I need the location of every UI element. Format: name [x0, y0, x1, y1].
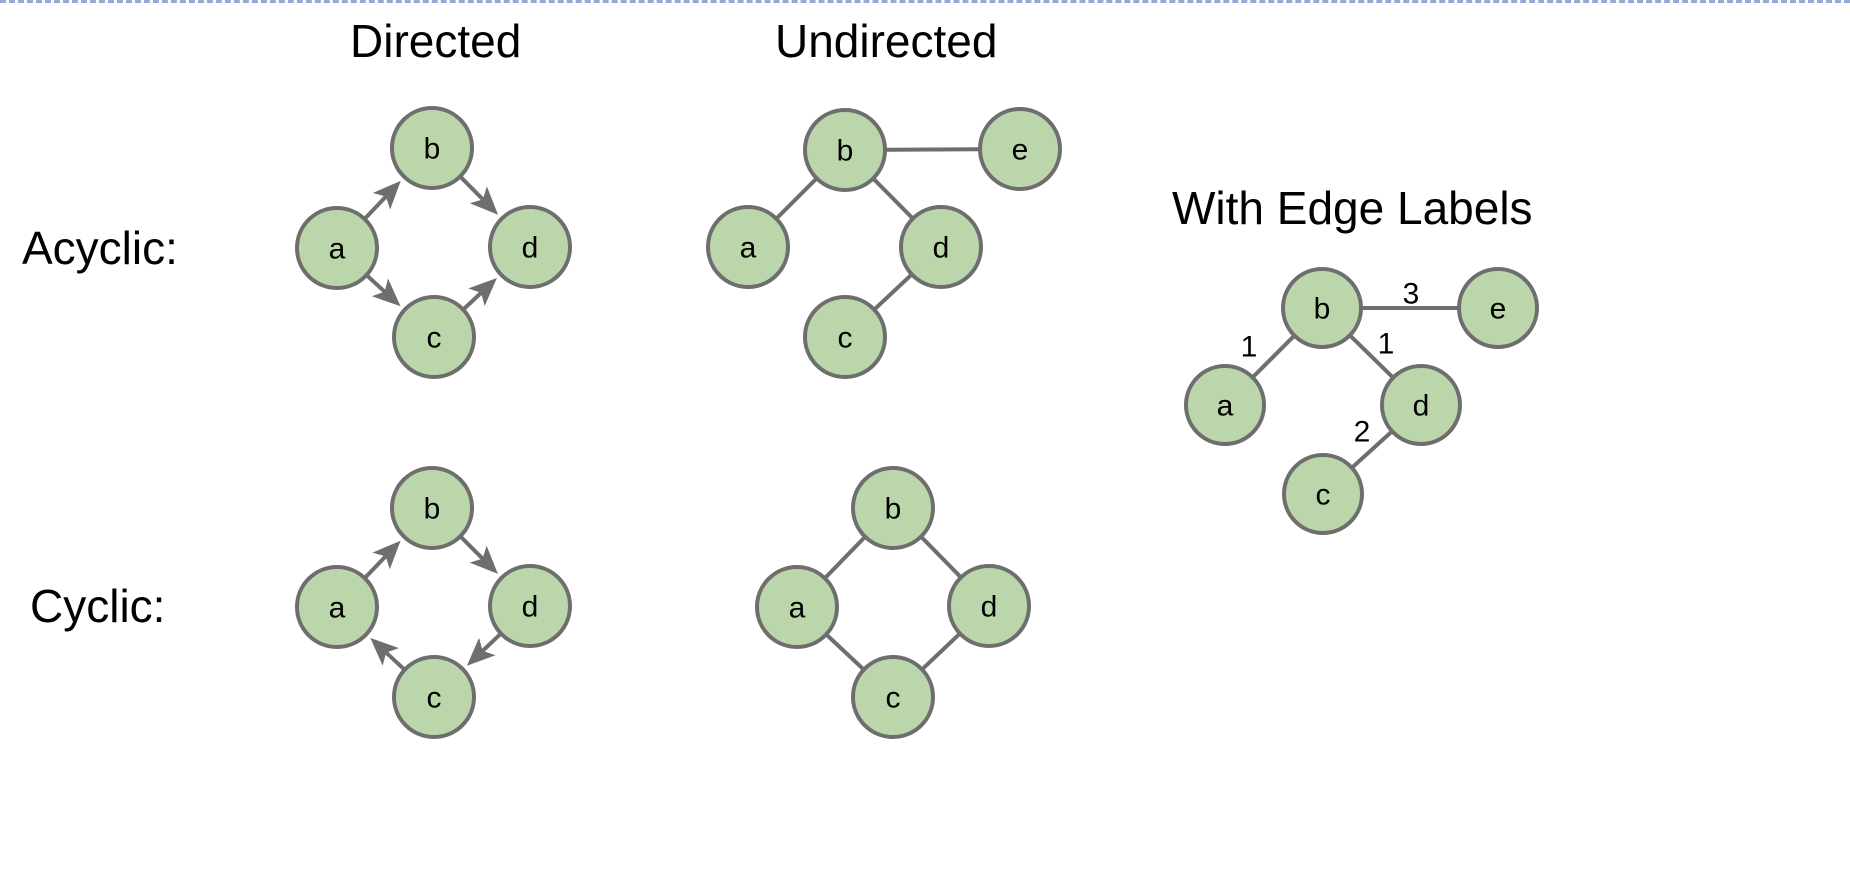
- node-label-d: d: [522, 591, 539, 624]
- node-label-c: c: [1316, 479, 1331, 512]
- graph-node-directed-cyclic-b[interactable]: b: [390, 466, 474, 550]
- panel-header-with-edge-labels: With Edge Labels: [1172, 182, 1533, 234]
- node-circle-c: [851, 655, 935, 739]
- node-label-c: c: [427, 322, 442, 355]
- node-label-a: a: [329, 233, 346, 266]
- edge-weight-undirected-weighted-a-b: 1: [1241, 331, 1258, 364]
- graph-node-undirected-acyclic-e[interactable]: e: [978, 107, 1062, 191]
- node-circle-a: [295, 206, 379, 290]
- graph-node-directed-acyclic-b[interactable]: b: [390, 106, 474, 190]
- graph-node-undirected-weighted-d[interactable]: d: [1380, 364, 1462, 446]
- graph-node-undirected-acyclic-a[interactable]: a: [706, 205, 790, 289]
- node-circle-c: [1282, 453, 1364, 535]
- graph-edge-undirected-acyclic-b-e: [884, 147, 981, 152]
- node-label-a: a: [1217, 390, 1234, 423]
- graph-node-directed-cyclic-c[interactable]: c: [392, 655, 476, 739]
- node-circle-d: [488, 205, 572, 289]
- top-dashed-rule: [0, 0, 1850, 3]
- graph-node-directed-acyclic-d[interactable]: d: [488, 205, 572, 289]
- graph-node-undirected-acyclic-d[interactable]: d: [899, 205, 983, 289]
- node-label-c: c: [838, 322, 853, 355]
- graph-edge-undirected-cyclic-b-d: [919, 535, 963, 579]
- node-circle-b: [851, 466, 935, 550]
- graph-node-directed-acyclic-c[interactable]: c: [392, 295, 476, 379]
- graph-node-directed-acyclic-a[interactable]: a: [295, 206, 379, 290]
- node-label-b: b: [885, 493, 902, 526]
- node-label-a: a: [329, 592, 346, 625]
- node-label-b: b: [424, 133, 441, 166]
- graph-node-undirected-cyclic-c[interactable]: c: [851, 655, 935, 739]
- edge-weight-undirected-weighted-d-c: 2: [1354, 416, 1371, 449]
- node-circle-c: [392, 295, 476, 379]
- graph-edge-undirected-cyclic-c-d: [920, 632, 962, 671]
- node-label-d: d: [981, 591, 998, 624]
- node-circle-b: [803, 108, 887, 192]
- graph-node-undirected-cyclic-b[interactable]: b: [851, 466, 935, 550]
- row-header-cyclic: Cyclic:: [30, 580, 166, 632]
- node-circle-d: [488, 564, 572, 648]
- graph-node-undirected-acyclic-b[interactable]: b: [803, 108, 887, 192]
- node-circle-b: [390, 466, 474, 550]
- graph-node-undirected-weighted-a[interactable]: a: [1184, 364, 1266, 446]
- node-label-d: d: [933, 232, 950, 265]
- graph-node-directed-cyclic-a[interactable]: a: [295, 565, 379, 649]
- graph-edge-directed-acyclic-a-c: [365, 273, 401, 307]
- graph-edge-directed-acyclic-a-b: [363, 180, 401, 221]
- node-label-a: a: [740, 232, 757, 265]
- node-label-d: d: [1413, 390, 1430, 423]
- edge-weight-undirected-weighted-b-e: 3: [1403, 278, 1420, 311]
- node-circle-c: [803, 295, 887, 379]
- nodes-group: a b c d b e a d c a b c d a b c d b e a d c: [295, 106, 1539, 739]
- node-circle-d: [899, 205, 983, 289]
- node-circle-a: [706, 205, 790, 289]
- node-circle-e: [978, 107, 1062, 191]
- column-header-undirected: Undirected: [775, 15, 998, 67]
- graph-node-undirected-weighted-c[interactable]: c: [1282, 453, 1364, 535]
- node-circle-d: [947, 564, 1031, 648]
- node-circle-c: [392, 655, 476, 739]
- node-label-c: c: [886, 682, 901, 715]
- node-label-c: c: [427, 682, 442, 715]
- graph-node-undirected-cyclic-a[interactable]: a: [755, 565, 839, 649]
- node-label-e: e: [1490, 293, 1507, 326]
- row-header-acyclic: Acyclic:: [22, 222, 178, 274]
- graph-edge-undirected-cyclic-a-c: [824, 632, 866, 672]
- graph-node-directed-cyclic-d[interactable]: d: [488, 564, 572, 648]
- graph-edge-undirected-cyclic-a-b: [823, 535, 867, 580]
- node-circle-b: [390, 106, 474, 190]
- edge-weight-undirected-weighted-b-d: 1: [1378, 328, 1395, 361]
- graph-node-undirected-weighted-e[interactable]: e: [1457, 267, 1539, 349]
- node-circle-d: [1380, 364, 1462, 446]
- graph-edge-directed-cyclic-d-c: [466, 632, 503, 666]
- graph-node-undirected-cyclic-d[interactable]: d: [947, 564, 1031, 648]
- graph-edge-undirected-acyclic-a-b: [774, 176, 819, 221]
- node-circle-b: [1281, 267, 1363, 349]
- node-circle-a: [755, 565, 839, 649]
- node-label-d: d: [522, 232, 539, 265]
- graph-edge-undirected-weighted-b-d: [1348, 333, 1395, 380]
- node-circle-a: [295, 565, 379, 649]
- node-label-b: b: [424, 493, 441, 526]
- node-circle-a: [1184, 364, 1266, 446]
- node-label-b: b: [1314, 293, 1331, 326]
- graph-edge-undirected-acyclic-b-d: [871, 177, 915, 220]
- graph-edge-directed-cyclic-c-a: [370, 637, 407, 672]
- graph-edge-directed-acyclic-b-d: [458, 175, 499, 215]
- graph-edge-undirected-weighted-d-c: [1350, 429, 1394, 470]
- node-label-e: e: [1012, 134, 1029, 167]
- graph-node-undirected-weighted-b[interactable]: b: [1281, 267, 1363, 349]
- graph-edge-directed-cyclic-b-d: [458, 534, 498, 574]
- graph-edge-undirected-weighted-a-b: [1251, 334, 1296, 379]
- graph-edge-directed-acyclic-c-d: [461, 278, 497, 312]
- edges-group: [363, 147, 1459, 672]
- node-label-b: b: [837, 135, 854, 168]
- graph-node-undirected-acyclic-c[interactable]: c: [803, 295, 887, 379]
- node-circle-e: [1457, 267, 1539, 349]
- column-header-directed: Directed: [350, 15, 522, 67]
- node-label-a: a: [789, 592, 806, 625]
- graph-edge-undirected-acyclic-d-c: [872, 272, 914, 312]
- graph-edge-directed-cyclic-a-b: [363, 540, 401, 580]
